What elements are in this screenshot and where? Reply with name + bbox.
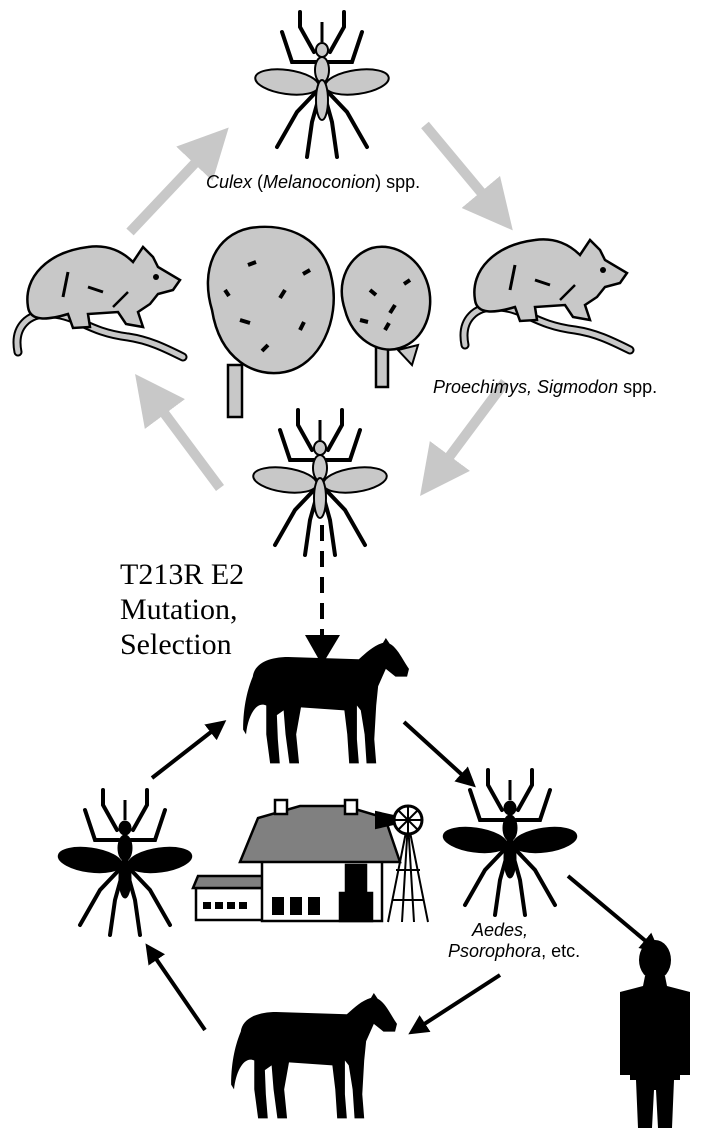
- arrow-mosquito-to-horse-2: [415, 975, 500, 1030]
- tree-icon: [342, 247, 430, 387]
- rodent-icon: [464, 239, 630, 350]
- arrow-mosquito-to-rat: [147, 390, 220, 488]
- horse-icon: [231, 993, 397, 1118]
- arrow-horse-to-mosquito: [404, 722, 470, 782]
- mosquito-icon: [57, 790, 194, 935]
- mutation-label-line1: T213R E2: [120, 557, 244, 593]
- rodent-species-label: Proechimys, Sigmodon spp.: [433, 377, 657, 398]
- arrow-horse-to-mosquito-2: [150, 950, 205, 1030]
- mutation-label-line3: Selection: [120, 627, 232, 663]
- arrow-rat-to-culex: [130, 142, 215, 232]
- arrow-mosquito-to-human: [568, 876, 654, 948]
- tree-icon: [208, 227, 334, 417]
- mosquito-icon: [254, 12, 391, 157]
- human-icon: [620, 940, 690, 1128]
- arrow-mosquito-to-horse: [152, 725, 220, 778]
- mosquito-icon: [442, 770, 579, 915]
- rodent-icon: [17, 246, 183, 357]
- arrow-culex-to-rat: [425, 125, 500, 215]
- culex-label: Culex (Melanoconion) spp.: [206, 172, 420, 193]
- mutation-label-line2: Mutation,: [120, 592, 238, 628]
- windmill-icon: [376, 806, 428, 922]
- aedes-label-line1: Aedes,: [472, 920, 528, 941]
- aedes-label-line2: Psorophora, etc.: [448, 941, 580, 962]
- barn-icon: [193, 800, 400, 921]
